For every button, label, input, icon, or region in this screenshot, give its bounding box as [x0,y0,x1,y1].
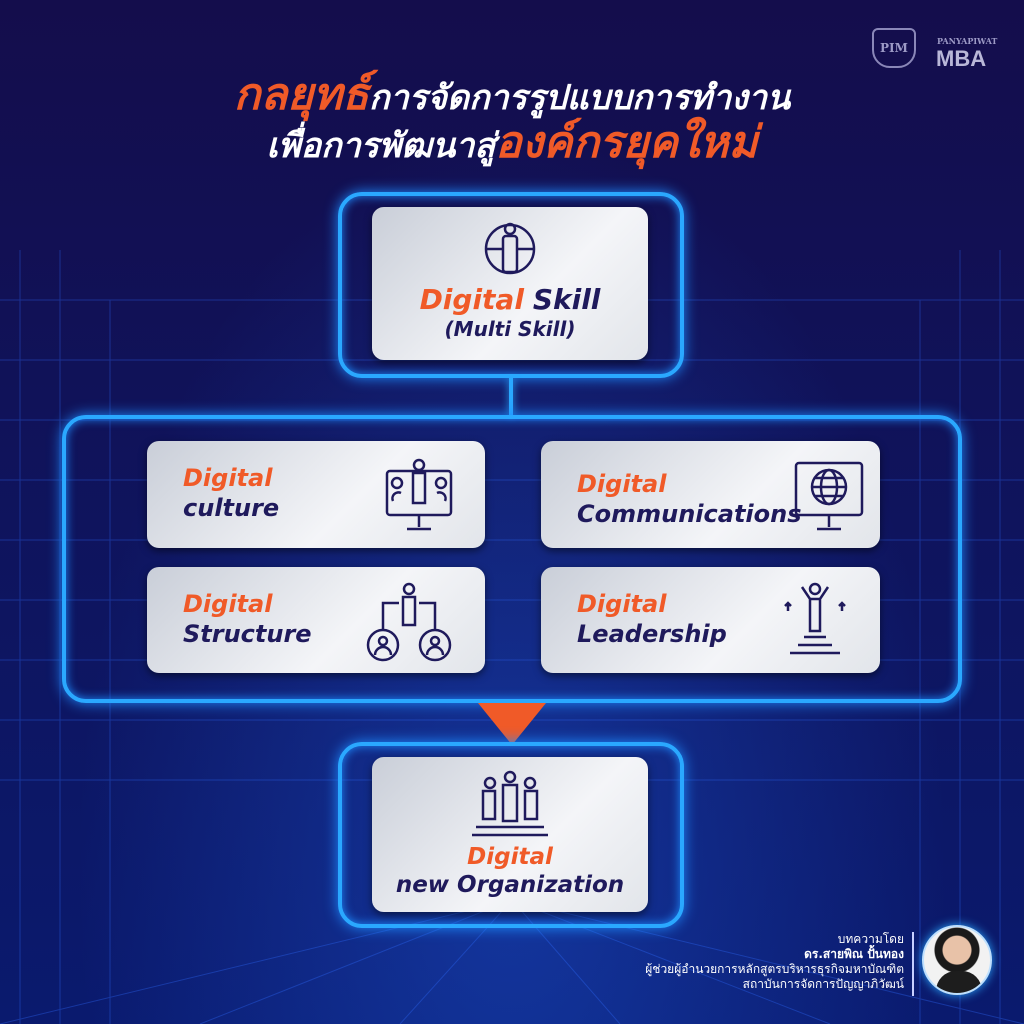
card-word: Digital [183,590,273,618]
card-word: Digital [467,844,553,870]
card-subtitle: (Multi Skill) [444,317,576,341]
title-highlight: กลยุทธ์ [233,69,370,120]
middle-frame [62,415,962,703]
author-divider [912,932,914,996]
top-frame [338,192,684,378]
card-word: Leadership [577,620,727,648]
title-line-2: เพื่อการพัฒนาสู่องค์กรยุคใหม่ [0,118,1024,171]
pim-logo: PIM [872,28,916,68]
title-text: การจัดการรูปแบบการทำงาน [369,78,791,118]
team-podium-icon [472,770,548,837]
card-word: Structure [183,620,312,648]
brand-small: PANYAPIWAT [937,36,998,46]
card-word: new Organization [395,872,625,898]
author-avatar [922,925,992,995]
digital-skill-card: Digital Skill (Multi Skill) [372,207,648,360]
card-word: Digital [577,470,667,498]
title-highlight: องค์กรยุคใหม่ [495,117,758,168]
monitor-globe-icon [794,461,864,531]
monitor-people-icon [385,458,453,531]
down-arrow [478,703,546,745]
bottom-frame [338,742,684,928]
brand-mba: MBA [936,46,987,71]
author-position: ผู้ช่วยผู้อำนวยการหลักสูตรบริหารธุรกิจมห… [645,962,904,976]
card-word: culture [183,494,280,522]
podium-leader-icon [784,582,846,655]
card-word: Digital [577,590,667,618]
card-word: Communications [577,500,802,528]
author-org: สถาบันการจัดการปัญญาภิวัฒน์ [742,977,904,991]
author-label: บทความโดย [837,932,904,946]
card-word: Skill [532,283,601,316]
title-text: เพื่อการพัฒนาสู่ [266,126,496,166]
title-line-1: กลยุทธ์การจัดการรูปแบบการทำงาน [0,70,1024,123]
digital-new-organization-card: Digital new Organization [372,757,648,912]
author-info: บทความโดย ดร.สายพิณ ปั้นทอง ผู้ช่วยผู้อำ… [645,932,904,992]
hierarchy-people-icon [366,582,452,662]
card-word: Digital [183,464,273,492]
connector-line [509,378,513,416]
globe-person-icon [484,222,536,275]
card-word: Digital [419,283,524,316]
author-name: ดร.สายพิณ ปั้นทอง [804,947,904,961]
